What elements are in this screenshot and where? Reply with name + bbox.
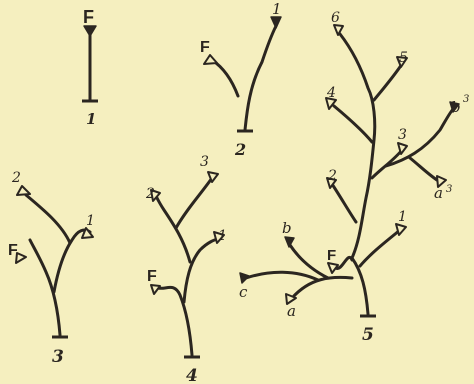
bud-label-4: 4 bbox=[326, 85, 336, 101]
bud-f bbox=[15, 252, 27, 264]
figure-number: 3 bbox=[52, 347, 64, 367]
bud-c bbox=[239, 272, 250, 284]
terminal-bud bbox=[83, 25, 97, 37]
bud-1 bbox=[213, 231, 225, 244]
branch-2 bbox=[154, 194, 192, 264]
figure-number: 4 bbox=[186, 366, 198, 384]
branch-3 bbox=[370, 148, 404, 180]
branch-a bbox=[290, 275, 354, 300]
bud-label-1: 1 bbox=[398, 209, 407, 225]
bud-3 bbox=[397, 142, 408, 155]
side-branch bbox=[210, 58, 240, 98]
bud-label-a3-superscript: 3 bbox=[446, 184, 452, 195]
branch-2 bbox=[24, 193, 72, 245]
bud-label-6: 6 bbox=[331, 10, 340, 26]
branch-a3 bbox=[408, 156, 442, 184]
bud-f bbox=[150, 284, 161, 295]
bud-label-3: 3 bbox=[200, 154, 209, 170]
branch-b bbox=[288, 243, 330, 280]
main-axis bbox=[338, 32, 377, 316]
figure-1: F 1 bbox=[82, 7, 98, 128]
branch-1 bbox=[182, 236, 222, 304]
bud-1 bbox=[395, 223, 407, 236]
bud-1 bbox=[81, 227, 94, 239]
branch-5 bbox=[372, 62, 404, 102]
bud-label-f: F bbox=[327, 247, 336, 264]
bud-label-f: F bbox=[200, 39, 210, 56]
lateral-bud bbox=[203, 54, 218, 65]
figure-5: 6 5 4 b 3 3 a 3 2 1 b F c a 5 bbox=[239, 10, 469, 345]
bud-label-5: 5 bbox=[399, 50, 408, 66]
branch-c bbox=[244, 270, 320, 282]
branch-1 bbox=[52, 228, 92, 294]
bud-label-c: c bbox=[239, 283, 248, 301]
bud-label-f: F bbox=[147, 268, 157, 285]
main-stem bbox=[243, 24, 278, 132]
bud-label-1: 1 bbox=[218, 228, 227, 244]
bud-b bbox=[284, 236, 295, 248]
bud-f bbox=[327, 262, 339, 274]
figure-2: 1 F 2 bbox=[200, 0, 282, 159]
branch-3 bbox=[174, 176, 214, 230]
bud-2 bbox=[326, 177, 337, 189]
bud-label-b3: b bbox=[451, 98, 461, 116]
bud-label-2: 2 bbox=[145, 186, 155, 202]
figure-3: 2 1 F 3 bbox=[8, 170, 95, 367]
bud-label-2: 2 bbox=[327, 168, 337, 184]
figure-number: 2 bbox=[234, 140, 246, 159]
figure-number: 1 bbox=[86, 110, 96, 128]
bud-label-3: 3 bbox=[398, 127, 407, 143]
lower-stem bbox=[28, 238, 62, 337]
bud-5 bbox=[396, 56, 408, 68]
branch-f bbox=[334, 256, 354, 270]
branch-b3 bbox=[384, 106, 456, 168]
bud-label-a: a bbox=[287, 302, 296, 320]
figure-number: 5 bbox=[362, 325, 374, 345]
bud-2 bbox=[150, 189, 161, 202]
lower-stem bbox=[156, 285, 194, 357]
bud-2 bbox=[16, 185, 31, 196]
bud-label-1: 1 bbox=[272, 0, 282, 18]
bud-a bbox=[285, 293, 297, 305]
bud-6 bbox=[333, 24, 344, 36]
bud-3 bbox=[207, 171, 219, 183]
figure-4: 3 2 1 F 4 bbox=[145, 154, 227, 384]
branch-1 bbox=[358, 228, 402, 268]
bud-label-b: b bbox=[282, 219, 292, 237]
bud-label-f: F bbox=[8, 242, 18, 259]
branch-2 bbox=[330, 182, 358, 224]
bud-b3 bbox=[449, 101, 460, 113]
bud-label-1: 1 bbox=[86, 213, 95, 229]
branch-4 bbox=[332, 104, 374, 144]
bud-label-b3-superscript: 3 bbox=[463, 94, 469, 105]
bud-label-a3: a bbox=[434, 184, 443, 202]
bud-a3 bbox=[436, 175, 447, 188]
bud-label-2: 2 bbox=[11, 170, 21, 186]
bud-label-f: F bbox=[83, 7, 94, 27]
bud-4 bbox=[325, 97, 337, 110]
terminal-bud bbox=[270, 16, 282, 29]
